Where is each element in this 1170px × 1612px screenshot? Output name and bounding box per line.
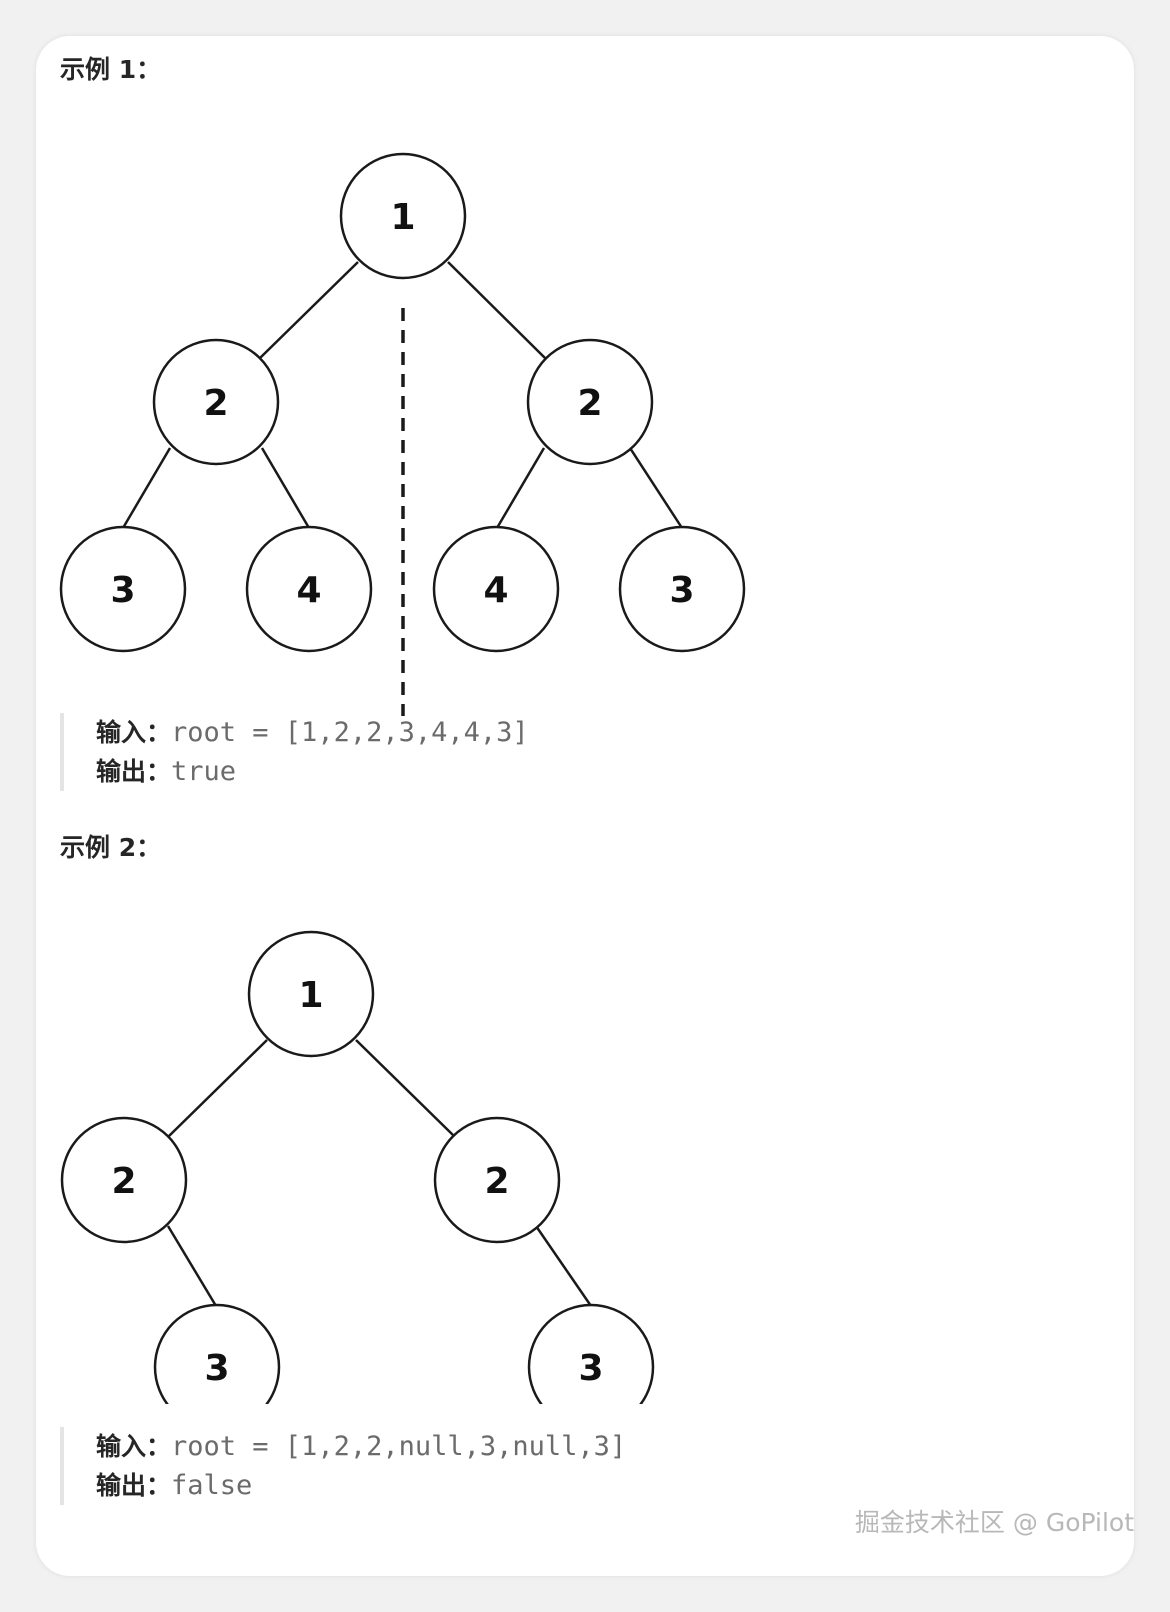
example-2-title: 示例 2： [60,833,162,862]
node-label: 2 [484,1161,509,1202]
example-1-input-line: 输入：root = [1,2,2,3,4,4,3] [96,713,529,752]
tree-node: 1 [339,152,467,280]
tree-node: 3 [618,525,746,653]
node-label: 1 [390,197,415,238]
problem-examples-card: 示例 1： 1 2 2 3 4 [36,36,1134,1576]
edge-2R-4 [495,447,546,529]
edge-2L-4 [260,447,311,529]
input-label: 输入： [96,1432,172,1461]
output-label: 输出： [96,757,172,786]
example-2-tree-diagram: 1 2 2 3 3 [60,930,655,1404]
example-1-io-block: 输入：root = [1,2,2,3,4,4,3] 输出：true [60,713,529,791]
tree-node: 2 [433,1116,561,1244]
edge-2R-3 [534,1225,593,1307]
tree-node: 2 [152,338,280,466]
node-label: 3 [110,570,135,611]
example-1-tree-diagram: 1 2 2 3 4 4 3 [59,152,746,716]
example-1-title: 示例 1： [60,55,162,84]
edge-1-2R [355,1039,455,1137]
node-label: 1 [298,975,323,1016]
node-label: 3 [669,570,694,611]
input-value: root = [1,2,2,null,3,null,3] [171,1431,627,1462]
edge-1-2L [168,1039,268,1137]
node-label: 2 [111,1161,136,1202]
edge-2L-3 [121,447,172,529]
example-1-output-line: 输出：true [96,752,529,791]
edge-1-2L [259,261,359,359]
node-label: 3 [204,1348,229,1389]
input-label: 输入： [96,718,172,747]
watermark: 掘金技术社区 @ GoPilot [854,1508,1134,1537]
node-label: 2 [203,383,228,424]
example-2-io-block: 输入：root = [1,2,2,null,3,null,3] 输出：false [60,1427,626,1505]
node-label: 4 [296,570,321,611]
tree-node: 3 [59,525,187,653]
node-label: 4 [483,570,508,611]
tree-node: 4 [245,525,373,653]
tree-node: 1 [247,930,375,1058]
input-value: root = [1,2,2,3,4,4,3] [171,717,529,748]
tree-node: 2 [60,1116,188,1244]
edge-1-2R [447,261,546,359]
node-label: 3 [578,1348,603,1389]
node-label: 2 [577,383,602,424]
tree-node: 2 [526,338,654,466]
example-2-output-line: 输出：false [96,1466,626,1505]
tree-node: 3 [153,1303,281,1404]
example-2-input-line: 输入：root = [1,2,2,null,3,null,3] [96,1427,626,1466]
output-value: false [171,1470,253,1501]
edge-2L-3 [166,1225,218,1307]
edge-2R-3 [628,447,684,529]
output-label: 输出： [96,1471,172,1500]
tree-node: 4 [432,525,560,653]
tree-node: 3 [527,1303,655,1404]
output-value: true [171,756,237,787]
